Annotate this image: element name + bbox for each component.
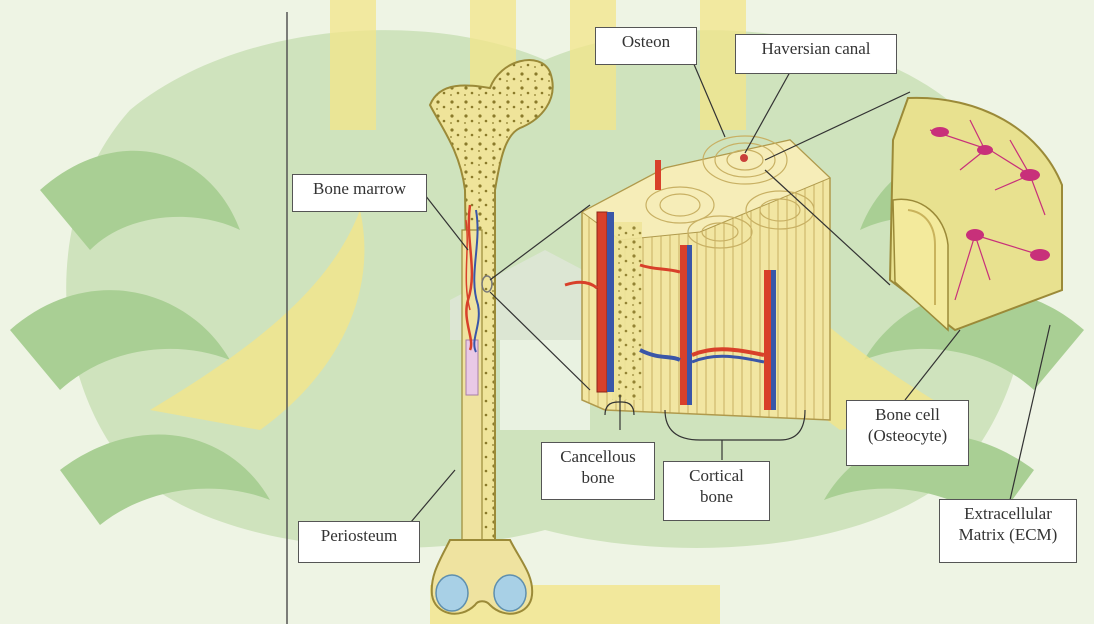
label-cancellous-bone-line1: Cancellous (548, 446, 648, 467)
label-cortical-bone: Cortical bone (663, 461, 770, 521)
label-extracellular-matrix: Extracellular Matrix (ECM) (939, 499, 1077, 563)
label-periosteum: Periosteum (298, 521, 420, 563)
label-cancellous-bone: Cancellous bone (541, 442, 655, 500)
label-haversian-canal-text: Haversian canal (742, 38, 890, 59)
label-osteon: Osteon (595, 27, 697, 65)
label-extracellular-matrix-line2: Matrix (ECM) (946, 524, 1070, 545)
label-osteon-text: Osteon (602, 31, 690, 52)
label-bone-cell-line2: (Osteocyte) (853, 425, 962, 446)
label-bone-marrow-text: Bone marrow (299, 178, 420, 199)
label-extracellular-matrix-line1: Extracellular (946, 503, 1070, 524)
label-cancellous-bone-line2: bone (548, 467, 648, 488)
osteocyte-block (890, 98, 1062, 330)
label-cortical-bone-line2: bone (670, 486, 763, 507)
label-bone-cell: Bone cell (Osteocyte) (846, 400, 969, 466)
label-cortical-bone-line1: Cortical (670, 465, 763, 486)
label-periosteum-text: Periosteum (305, 525, 413, 546)
label-haversian-canal: Haversian canal (735, 34, 897, 74)
label-bone-cell-line1: Bone cell (853, 404, 962, 425)
label-bone-marrow: Bone marrow (292, 174, 427, 212)
